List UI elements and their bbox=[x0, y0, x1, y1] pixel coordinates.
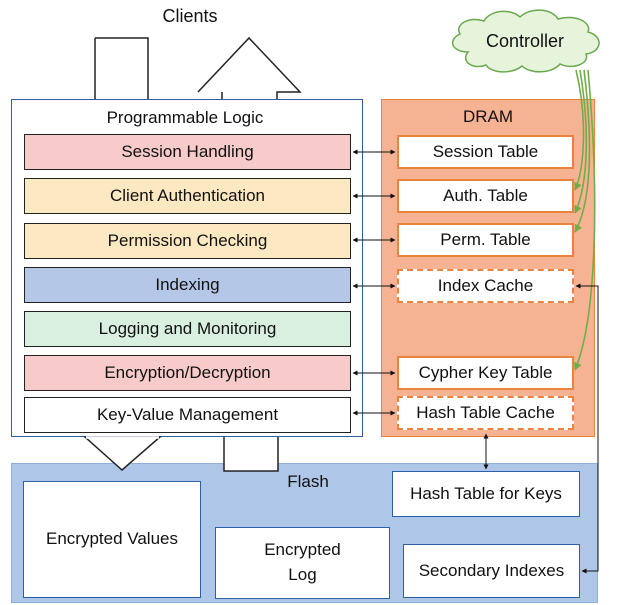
client-response-arrow bbox=[197, 36, 302, 472]
client-request-arrow bbox=[83, 37, 163, 471]
secondary-indexes-box: Secondary Indexes bbox=[403, 544, 580, 598]
encrypted-log-line2: Log bbox=[288, 565, 317, 584]
dram-table-hash-cache: Hash Table Cache bbox=[397, 396, 574, 430]
dram-table-cypher-key: Cypher Key Table bbox=[397, 356, 574, 390]
logic-block-logging-monitoring: Logging and Monitoring bbox=[24, 311, 351, 347]
flash-title: Flash bbox=[287, 472, 329, 491]
dram-title: DRAM bbox=[462, 107, 514, 126]
clients-label: Clients bbox=[162, 6, 218, 26]
logic-block-client-authentication: Client Authentication bbox=[24, 178, 351, 214]
programmable-logic-title: Programmable Logic bbox=[106, 108, 264, 127]
controller-cloud bbox=[451, 9, 600, 73]
encrypted-values-box: Encrypted Values bbox=[23, 481, 201, 598]
hash-table-for-keys-box: Hash Table for Keys bbox=[392, 471, 580, 517]
dram-table-perm: Perm. Table bbox=[397, 223, 574, 257]
logic-block-permission-checking: Permission Checking bbox=[24, 223, 351, 259]
encrypted-log-line1: Encrypted bbox=[264, 540, 341, 560]
encrypted-log-box: Encrypted Log bbox=[215, 527, 390, 599]
logic-block-key-value-management: Key-Value Management bbox=[24, 397, 351, 433]
controller-label: Controller bbox=[485, 31, 565, 51]
logic-dram-connectors bbox=[352, 149, 396, 416]
logic-block-indexing: Indexing bbox=[24, 267, 351, 303]
controller-arrows bbox=[574, 69, 596, 371]
logic-block-encryption-decryption: Encryption/Decryption bbox=[24, 355, 351, 391]
dram-table-session: Session Table bbox=[397, 135, 574, 169]
logic-block-session-handling: Session Handling bbox=[24, 134, 351, 170]
dram-table-index-cache: Index Cache bbox=[397, 269, 574, 303]
dram-table-auth: Auth. Table bbox=[397, 179, 574, 213]
index-cache-secondary-connector bbox=[575, 283, 599, 574]
